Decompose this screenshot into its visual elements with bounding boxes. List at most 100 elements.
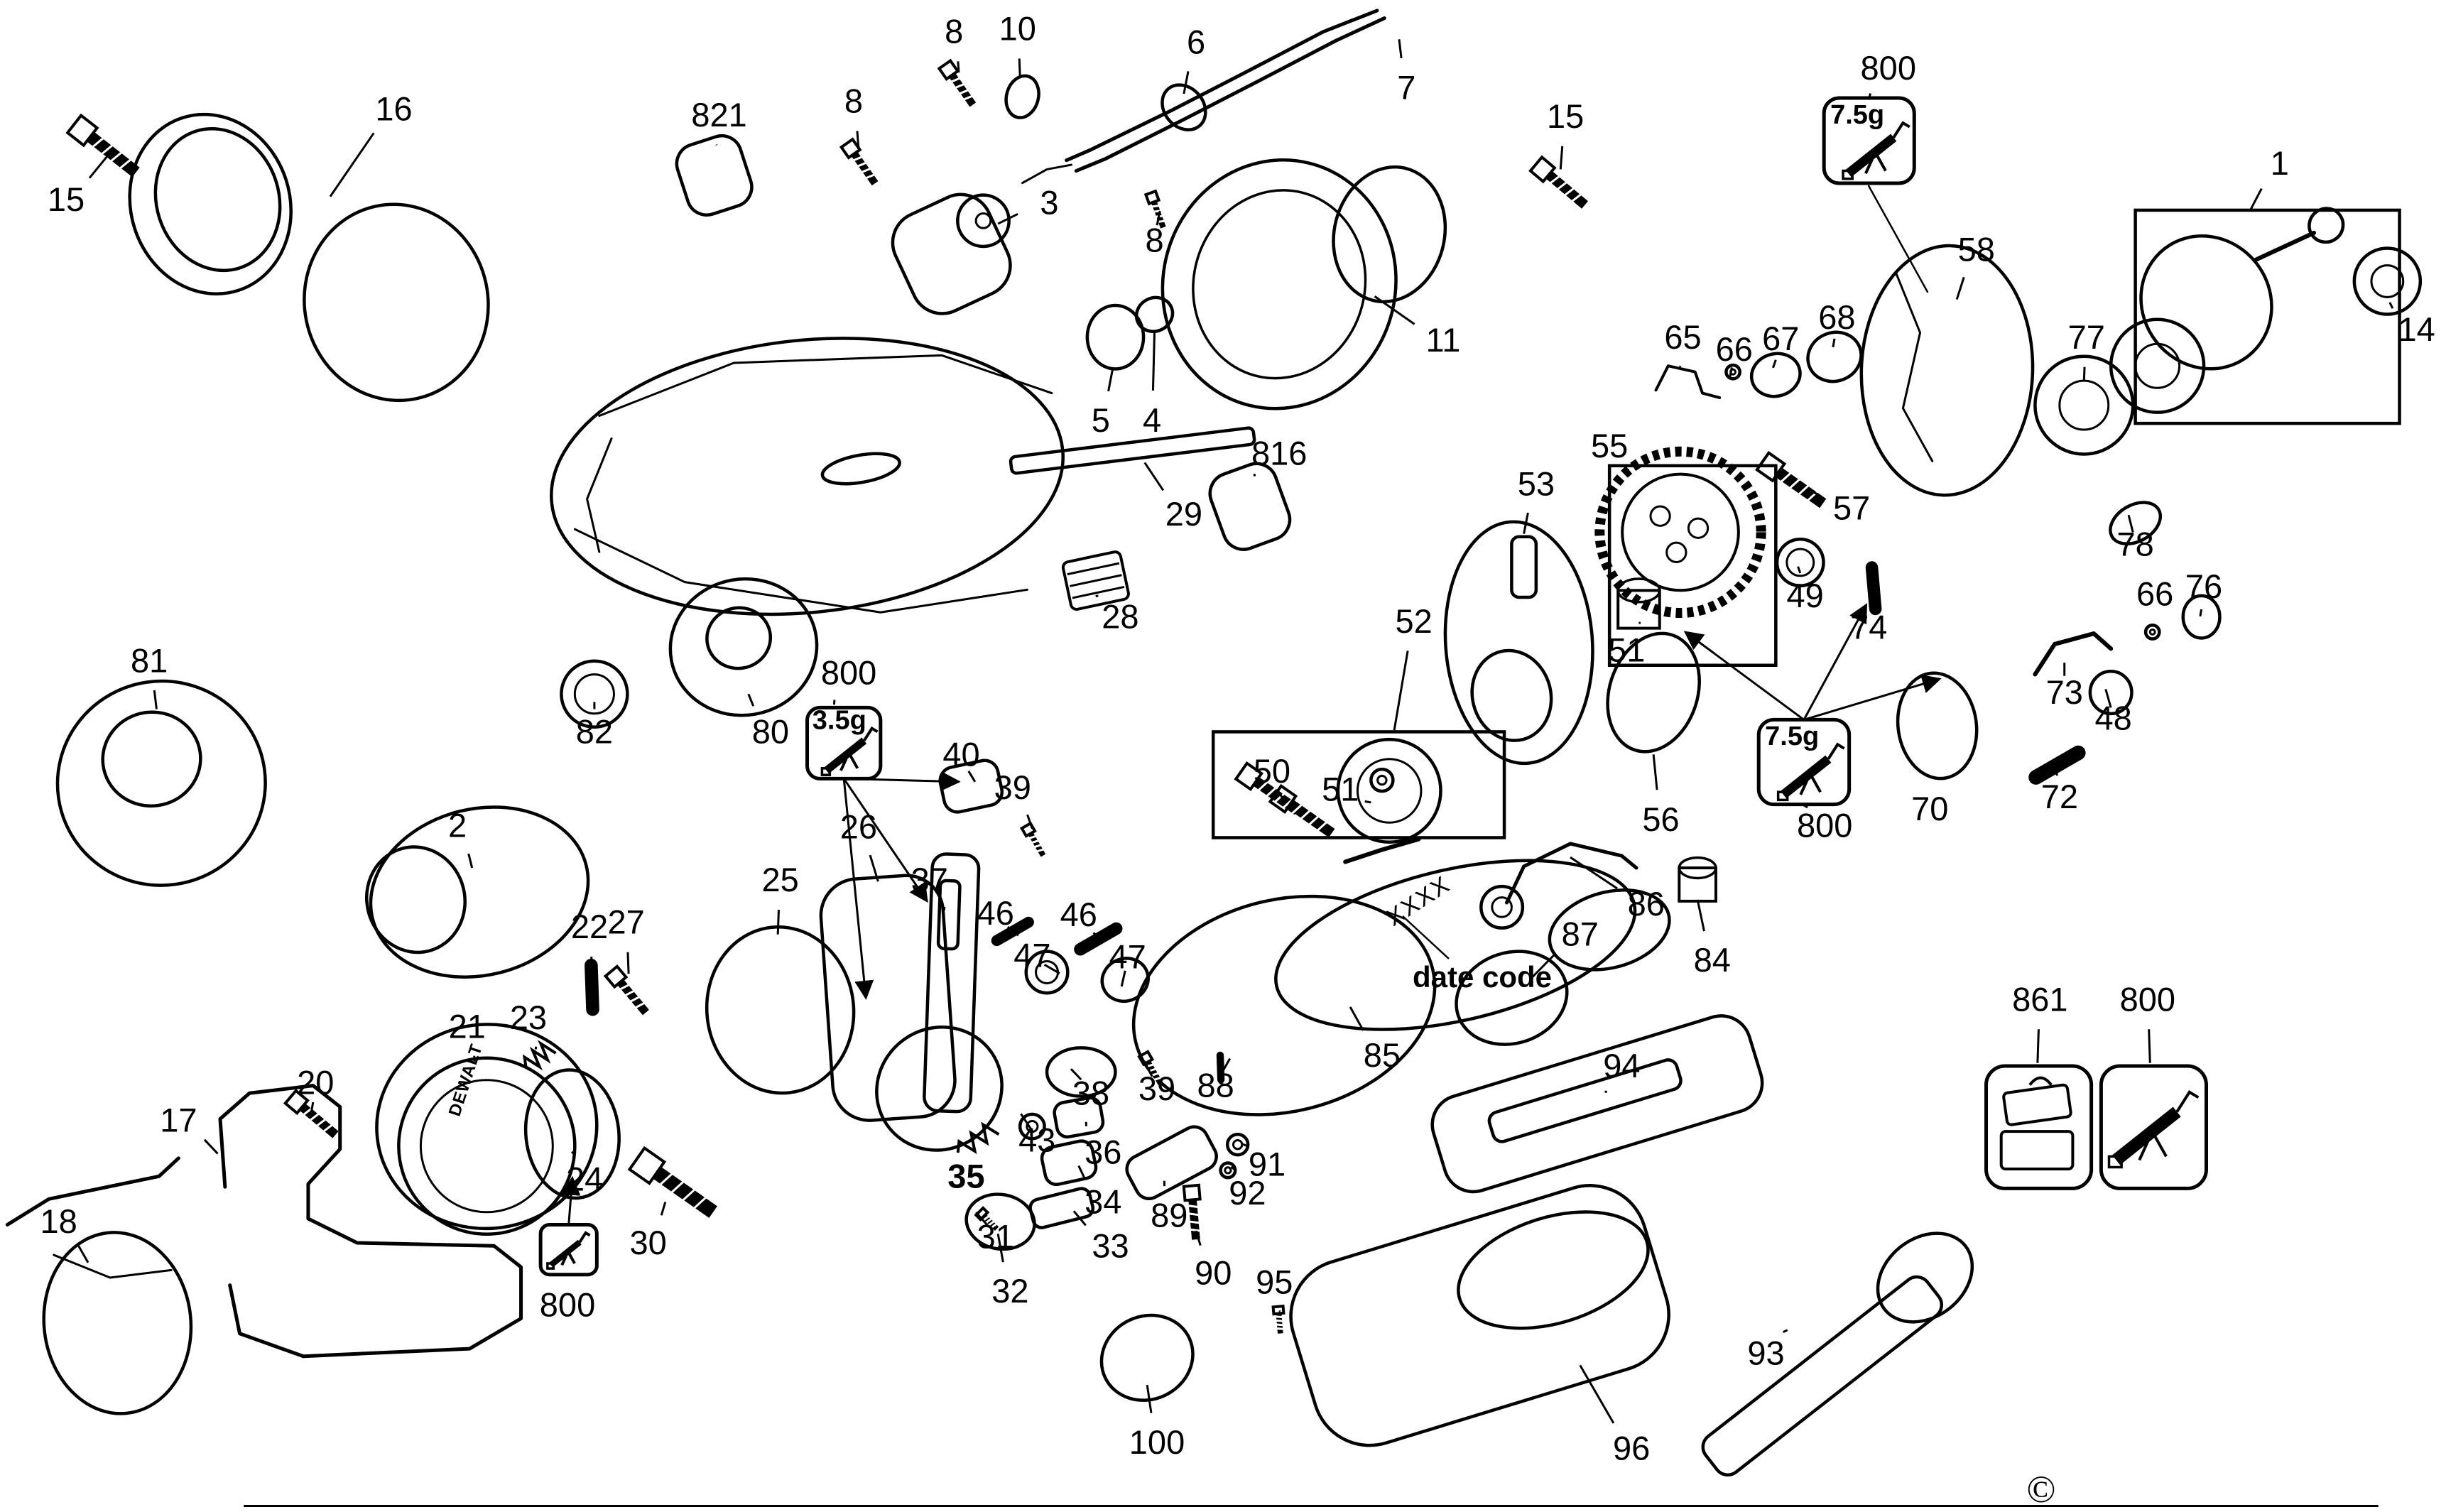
grease-7-5g-right-leader-2 <box>1803 674 1942 721</box>
kit-box-861-icon-base <box>1999 1130 2075 1171</box>
cord-boss-6 <box>1161 83 1207 131</box>
grease-7-5g-right-leader-0 <box>1683 631 1805 721</box>
screw-20-head <box>283 1088 310 1116</box>
grease-7-5g-right-amount-text: 7.5g <box>1765 722 1819 751</box>
bearing-14-inner <box>2370 264 2405 298</box>
pin-46b <box>1074 922 1123 956</box>
part-label-28: 28 <box>1102 598 1138 636</box>
wire-bail-17 <box>218 1084 523 1359</box>
leader-lines-layer <box>77 39 2394 1424</box>
screw-90-thread <box>1187 1212 1200 1217</box>
handle-cover-front <box>303 202 490 403</box>
slider-housing-85 <box>1274 859 1637 1031</box>
leader-7 <box>1398 39 1403 59</box>
screw-15b-thread <box>1570 192 1583 203</box>
screw-57-thread <box>1796 483 1811 496</box>
leader-28 <box>1095 594 1099 597</box>
shield-56 <box>1606 631 1701 754</box>
field-case-11-inner <box>1192 189 1367 380</box>
part-label-32: 32 <box>991 1272 1028 1310</box>
field-case-11 <box>1161 158 1398 410</box>
screw-15-thread <box>108 150 124 163</box>
part-label-40: 40 <box>942 735 979 773</box>
leader-800 <box>832 700 836 705</box>
leader-15 <box>88 155 109 179</box>
shoe-plate-94 <box>1430 1014 1764 1194</box>
part-label-34: 34 <box>1085 1183 1121 1221</box>
screw-20-thread <box>308 1111 321 1122</box>
grease-3-5g-icon-barrel <box>824 737 867 774</box>
part-label-821: 821 <box>691 96 746 134</box>
nut-86-inner <box>1491 896 1513 918</box>
part-label-77: 77 <box>2068 318 2105 356</box>
leader-17 <box>203 1138 219 1155</box>
leader-4 <box>1151 331 1156 391</box>
holder-80-hole <box>705 606 773 670</box>
screw-57-thread <box>1788 477 1802 491</box>
part-label-39: 39 <box>994 768 1031 806</box>
part-label-81: 81 <box>131 641 168 679</box>
screw-27-thread <box>634 1001 646 1009</box>
leader-86 <box>1570 856 1618 890</box>
leader-84 <box>1696 899 1705 932</box>
motor-housing-line1 <box>598 354 1053 417</box>
guard-21-ring <box>397 1056 577 1236</box>
leader-5 <box>1107 367 1114 392</box>
leader-47 <box>1043 964 1060 974</box>
cwt-box-52 <box>1211 730 1506 839</box>
part-label-91: 91 <box>1249 1145 1285 1182</box>
screw-8c-thread <box>1151 204 1161 208</box>
part-label-94: 94 <box>1603 1047 1640 1084</box>
screw-39a-thread <box>1036 848 1045 853</box>
cam-51b <box>1336 737 1442 844</box>
holder-37-loop <box>875 1026 1004 1152</box>
part-label-89: 89 <box>1151 1197 1187 1234</box>
pin-88 <box>1216 1051 1225 1084</box>
screw-30-thread <box>668 1179 686 1195</box>
screw-50b-thread <box>1290 803 1304 815</box>
part-label-37: 37 <box>911 861 948 898</box>
grease-7-5g-top-icon-handle <box>1875 153 1887 172</box>
screw-8b-thread <box>860 167 872 174</box>
pin-22-body <box>585 958 599 1016</box>
part-label-68: 68 <box>1818 298 1855 336</box>
grease-7-5g-top-icon-trigger <box>1864 158 1874 175</box>
vent-28-slat <box>1067 562 1120 576</box>
grease-3-5g-icon-cap <box>820 767 832 776</box>
screw-31-thread <box>989 1222 998 1229</box>
screw-57-thread <box>1778 471 1793 484</box>
screw-95-thread <box>1276 1327 1285 1330</box>
kit-box-861-frame <box>1984 1064 2094 1190</box>
part-label-17: 17 <box>160 1102 197 1139</box>
screw-31 <box>974 1206 999 1231</box>
screw-8c-thread <box>1153 210 1162 213</box>
grip-ribs <box>586 437 613 553</box>
sticker-821 <box>675 134 754 217</box>
screw-20-thread <box>315 1117 327 1128</box>
part-label-20: 20 <box>297 1063 334 1101</box>
part-label-58: 58 <box>1958 230 1995 268</box>
vent-28-frame <box>1061 550 1130 611</box>
grease-7-5g-right-icon-barrel <box>1781 755 1832 799</box>
grease-3-5g-icon-nozzle <box>863 726 879 741</box>
leader-87 <box>1530 953 1556 979</box>
holder-37 <box>923 852 981 1114</box>
armature-pinion <box>2308 207 2345 244</box>
leader-26 <box>869 854 879 882</box>
holder-18-rib <box>53 1253 173 1279</box>
date-code-label: date code <box>1413 960 1552 994</box>
fan-baffle-81 <box>55 679 267 887</box>
pin-66b-inner <box>2148 628 2156 636</box>
tube-93 <box>1701 1275 1944 1476</box>
washer-49-inner <box>1785 548 1815 577</box>
button-89 <box>1125 1125 1218 1200</box>
leader-95 <box>1278 1310 1281 1312</box>
leader-88 <box>1219 1057 1232 1076</box>
rod-86 <box>1505 842 1638 905</box>
leader-33 <box>1072 1210 1087 1227</box>
leader-91 <box>1241 1143 1248 1148</box>
grease-3-5g-icon-trigger <box>839 757 848 771</box>
washer-91 <box>1225 1132 1250 1157</box>
screw-31-thread <box>987 1219 996 1227</box>
